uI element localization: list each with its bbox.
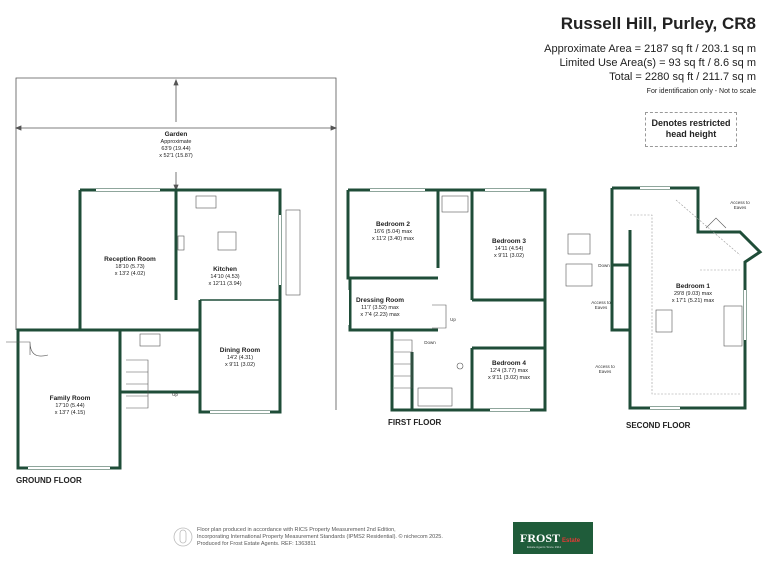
reception-room-name: Reception Room bbox=[104, 256, 156, 263]
ground-floor-walls bbox=[16, 188, 282, 470]
bedroom3-dim2: x 9'11 (3.02) bbox=[494, 253, 524, 259]
garden-area bbox=[14, 77, 338, 410]
eaves-left-line1: Access to bbox=[591, 300, 611, 305]
restricted-legend-line1: Denotes restricted bbox=[651, 118, 731, 128]
footer-text: Floor plan produced in accordance with R… bbox=[197, 527, 443, 548]
restricted-legend-line2: head height bbox=[665, 129, 717, 139]
approx-area: Approximate Area = 2187 sq ft / 203.1 sq… bbox=[544, 43, 756, 55]
second-stair-down-label: Down bbox=[598, 263, 610, 268]
bedroom1-name: Bedroom 1 bbox=[676, 283, 710, 290]
property-title: Russell Hill, Purley, CR8 bbox=[560, 14, 756, 33]
footer-line3: Produced for Frost Estate Agents. REF: 1… bbox=[197, 541, 317, 547]
dining-room-name: Dining Room bbox=[220, 347, 261, 354]
bedroom3-dim1: 14'11 (4.54) bbox=[495, 246, 524, 252]
dressing-room-dim2: x 7'4 (2.23) max bbox=[360, 312, 400, 318]
dressing-room-dim1: 11'7 (3.52) max bbox=[361, 305, 399, 311]
logo-wordmark: FROST bbox=[520, 531, 561, 545]
second-floor-windows bbox=[640, 187, 746, 409]
bedroom4-dim2: x 9'11 (3.02) max bbox=[488, 375, 530, 381]
logo-tagline: Estate Agents Since 1911 bbox=[527, 545, 562, 549]
garden-line2: 63'9 (19.44) bbox=[161, 146, 190, 152]
bedroom1-dim2: x 17'1 (5.21) max bbox=[672, 298, 715, 304]
total-area: Total = 2280 sq ft / 211.7 sq m bbox=[609, 71, 756, 83]
first-stair-down-label: Down bbox=[424, 340, 436, 345]
logo-sub: Estate bbox=[562, 538, 581, 544]
restricted-height-lines bbox=[630, 199, 741, 395]
footer-line1: Floor plan produced in accordance with R… bbox=[197, 527, 396, 533]
reception-room-dim2: x 13'2 (4.02) bbox=[115, 271, 146, 277]
eaves-left-line2: Eaves bbox=[595, 305, 608, 310]
ground-floor-label: GROUND FLOOR bbox=[16, 476, 82, 485]
eaves-top-line1: Access to bbox=[730, 200, 750, 205]
bedroom2-name: Bedroom 2 bbox=[376, 221, 410, 228]
scale-note: For identification only - Not to scale bbox=[646, 88, 756, 95]
reception-room-dim1: 18'10 (5.73) bbox=[115, 264, 144, 270]
family-room-dim2: x 13'7 (4.15) bbox=[55, 410, 86, 416]
kitchen-dim1: 14'10 (4.53) bbox=[210, 274, 239, 280]
first-floor-fittings bbox=[394, 195, 469, 407]
dressing-room-name: Dressing Room bbox=[356, 297, 404, 304]
garden-name: Garden bbox=[165, 131, 188, 138]
garden-line3: x 52'1 (15.87) bbox=[159, 153, 193, 159]
first-floor-windows bbox=[347, 189, 530, 411]
dining-room-dim1: 14'2 (4.31) bbox=[227, 355, 253, 361]
dining-room-dim2: x 9'11 (3.02) bbox=[225, 362, 255, 368]
first-floor-label: FIRST FLOOR bbox=[388, 418, 442, 427]
footer-line2: Incorporating International Property Mea… bbox=[197, 534, 443, 540]
rics-badge-icon bbox=[173, 527, 193, 547]
garden-line1: Approximate bbox=[161, 139, 192, 145]
bedroom2-dim2: x 11'2 (3.40) max bbox=[372, 236, 414, 242]
eaves-bottom-line2: Eaves bbox=[599, 369, 612, 374]
bedroom2-dim1: 16'6 (5.04) max bbox=[374, 229, 412, 235]
restricted-height-legend: Denotes restricted head height bbox=[645, 112, 737, 147]
ground-stair-up-label: Up bbox=[172, 392, 178, 397]
bedroom3-name: Bedroom 3 bbox=[492, 238, 526, 245]
ground-floor-windows bbox=[28, 189, 281, 469]
second-floor-fittings bbox=[565, 217, 743, 347]
kitchen-dim2: x 12'11 (3.94) bbox=[208, 281, 241, 287]
eaves-top-line2: Eaves bbox=[734, 205, 747, 210]
bedroom1-dim1: 29'8 (9.03) max bbox=[674, 291, 712, 297]
family-room-dim1: 17'10 (5.44) bbox=[55, 403, 84, 409]
first-floor-walls bbox=[346, 188, 547, 412]
bedroom4-dim1: 12'4 (3.77) max bbox=[490, 368, 528, 374]
limited-use-area: Limited Use Area(s) = 93 sq ft / 8.6 sq … bbox=[559, 57, 756, 69]
bedroom4-name: Bedroom 4 bbox=[492, 360, 526, 367]
second-floor-label: SECOND FLOOR bbox=[626, 421, 691, 430]
kitchen-name: Kitchen bbox=[213, 266, 237, 273]
family-room-name: Family Room bbox=[50, 395, 91, 402]
second-floor-walls bbox=[610, 186, 763, 410]
first-stair-up-label: Up bbox=[450, 317, 456, 322]
eaves-bottom-line1: Access to bbox=[595, 364, 615, 369]
ground-floor-fittings bbox=[6, 195, 301, 409]
